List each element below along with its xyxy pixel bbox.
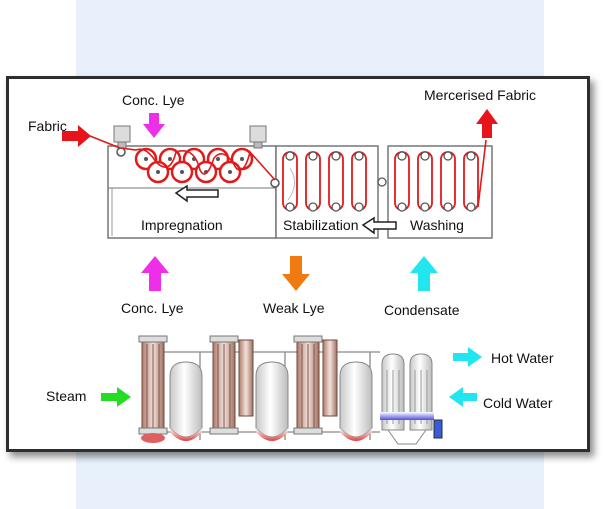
heat-exchanger-2 xyxy=(209,335,254,435)
stabilization-label: Stabilization xyxy=(283,217,359,233)
fabric-label: Fabric xyxy=(28,118,67,134)
motor-right xyxy=(249,125,267,149)
separator-tank-3 xyxy=(339,361,373,441)
steam-label: Steam xyxy=(46,388,86,404)
cold-water-inlet-arrow-icon xyxy=(449,387,477,407)
cold-water-label: Cold Water xyxy=(483,395,553,411)
weak-lye-label: Weak Lye xyxy=(263,300,325,316)
conc-lye-inlet-arrow-icon xyxy=(143,113,165,138)
conc-lye-bottom-label: Conc. Lye xyxy=(121,300,184,316)
fabric-inlet-arrow-icon xyxy=(62,125,91,147)
mercerised-fabric-outlet-arrow-icon xyxy=(476,109,498,138)
condenser-unit xyxy=(380,353,443,445)
heat-exchanger-3 xyxy=(293,335,338,435)
mercerised-fabric-label: Mercerised Fabric xyxy=(424,87,536,103)
conc-lye-up-arrow-icon xyxy=(141,256,169,291)
flow-arrow-impregnation-icon xyxy=(174,184,219,203)
stabilization-roller-hubs xyxy=(285,151,387,212)
fabric-exit-path xyxy=(477,139,487,208)
washing-unit xyxy=(387,145,493,239)
hot-water-label: Hot Water xyxy=(491,350,554,366)
steam-inlet-arrow-icon xyxy=(101,387,131,407)
separator-tank-2 xyxy=(255,361,289,441)
motor-left xyxy=(113,125,131,149)
separator-tank-1 xyxy=(169,361,203,441)
condensate-label: Condensate xyxy=(384,302,460,318)
condensate-up-arrow-icon xyxy=(410,256,438,291)
hot-water-outlet-arrow-icon xyxy=(453,347,482,367)
stabilization-unit xyxy=(275,145,379,239)
lye-recovery-plant xyxy=(138,335,443,445)
impregnation-label: Impregnation xyxy=(141,217,223,233)
stabilization-guide xyxy=(287,167,295,201)
washing-roller-hubs xyxy=(397,151,476,212)
weak-lye-down-arrow-icon xyxy=(282,256,310,291)
conc-lye-top-label: Conc. Lye xyxy=(122,92,185,108)
flow-arrow-stabilization-icon xyxy=(361,216,397,235)
heat-exchanger-1 xyxy=(138,335,168,443)
fabric-path-impregnation xyxy=(120,147,276,181)
washing-label: Washing xyxy=(410,217,464,233)
